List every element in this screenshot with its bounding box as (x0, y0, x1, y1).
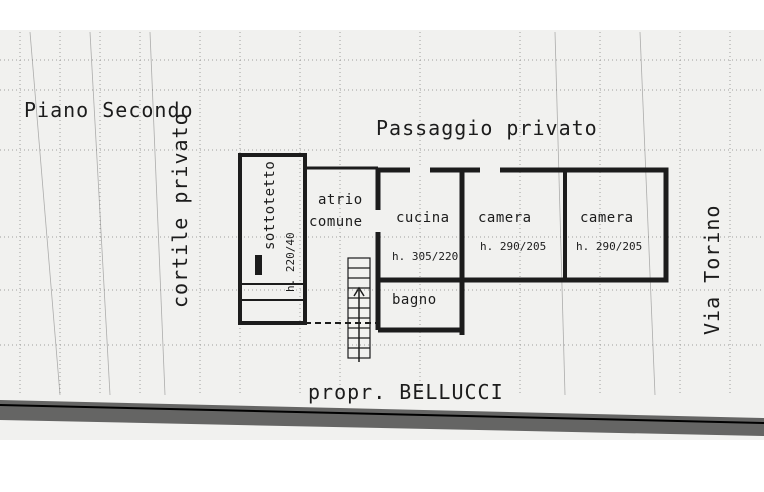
room-cucina-height: h. 305/220 (392, 250, 459, 263)
room-atrio-line2: comune (309, 214, 363, 230)
room-camera-1-height: h. 290/205 (480, 240, 547, 253)
room-sottotetto-height: h. 220/40 (284, 232, 297, 292)
room-camera-2-height: h. 290/205 (576, 240, 643, 253)
floor-title: Piano Secondo (24, 98, 194, 122)
room-cucina-name: cucina (396, 210, 450, 226)
paper-background (0, 30, 764, 440)
label-top-passage: Passaggio privato (376, 116, 598, 140)
label-left-courtyard: cortile privato (168, 112, 192, 308)
ruling-lines (29, 31, 656, 396)
label-right-street: Via Torino (700, 204, 724, 335)
room-sottotetto-name: sottotetto (262, 160, 278, 250)
stair (347, 257, 371, 362)
room-atrio-line1: atrio (318, 192, 363, 208)
walls (238, 153, 669, 335)
room-camera-1-name: camera (478, 210, 532, 226)
grid-texture (0, 32, 764, 395)
room-camera-2-name: camera (580, 210, 634, 226)
room-bagno-name: bagno (392, 292, 437, 308)
label-bottom-neighbor: propr. BELLUCCI (308, 380, 504, 404)
chimney-marker (255, 255, 262, 275)
bottom-band (0, 400, 764, 436)
